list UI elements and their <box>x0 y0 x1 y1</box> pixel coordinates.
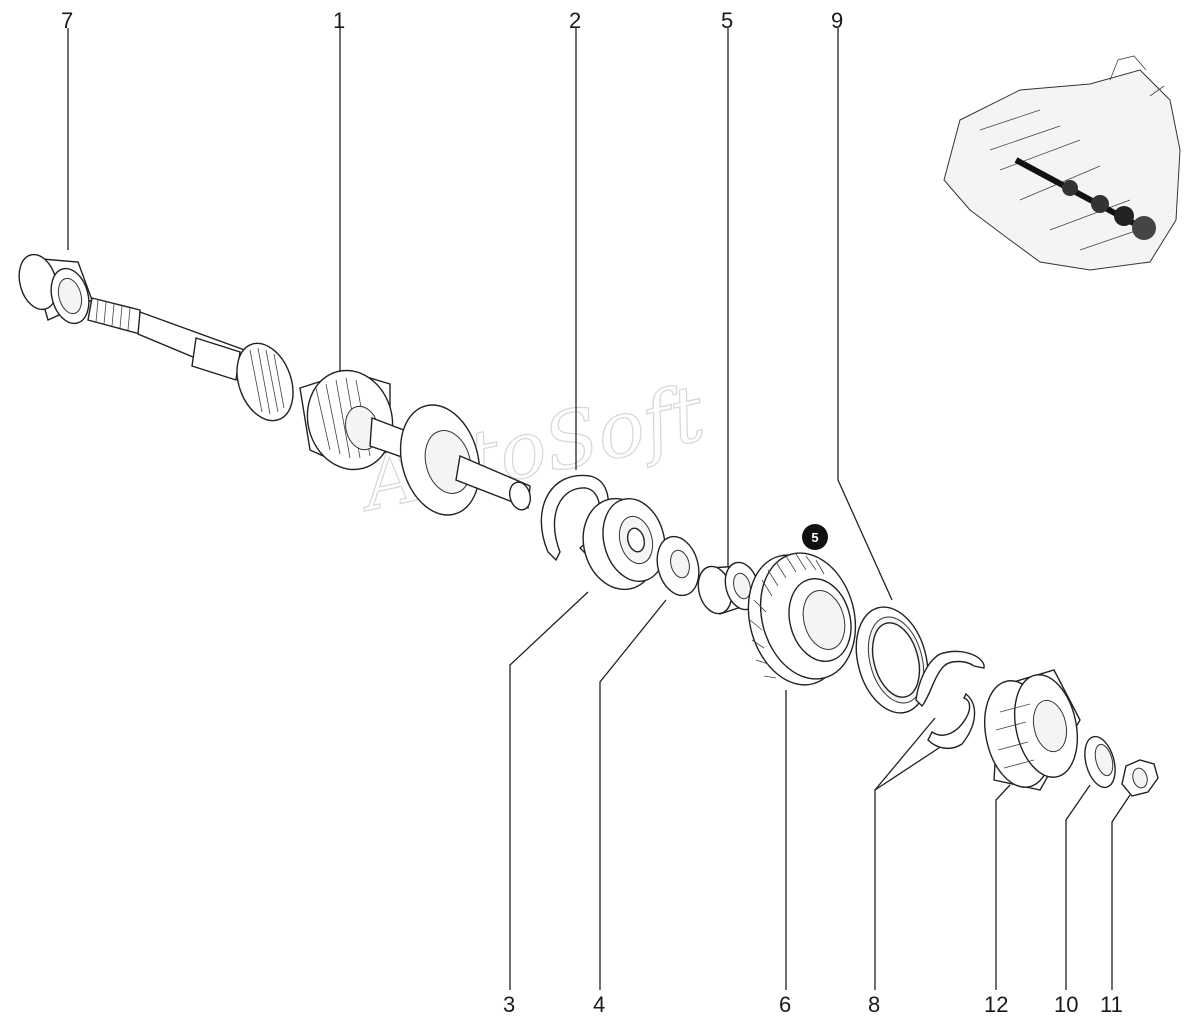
leader-11 <box>1111 794 1131 990</box>
callout-1: 1 <box>333 8 345 33</box>
leader-8 <box>874 717 936 990</box>
leader-12 <box>995 784 1011 990</box>
callout-12: 12 <box>984 992 1008 1017</box>
part-11-nut <box>1121 759 1159 797</box>
callout-3: 3 <box>503 992 515 1017</box>
leader-lines <box>67 28 1131 990</box>
callout-11: 11 <box>1100 992 1123 1017</box>
leader-8b <box>874 741 949 791</box>
callout-4: 4 <box>593 992 605 1017</box>
part-1-shaft <box>87 297 532 516</box>
callout-10: 10 <box>1054 992 1078 1017</box>
leader-10 <box>1065 784 1091 990</box>
svg-text:5: 5 <box>811 530 818 545</box>
leader-3 <box>509 591 589 990</box>
leader-9 <box>837 28 893 601</box>
part-7-bearing <box>18 253 93 325</box>
part-3-ball-bearing <box>582 497 666 591</box>
callout-2: 2 <box>569 8 581 33</box>
badge-5: 5 <box>802 524 828 550</box>
part-10-seal <box>1084 735 1116 789</box>
callout-8: 8 <box>868 992 880 1017</box>
callout-9: 9 <box>831 8 843 33</box>
part-9-synchro-ring <box>855 606 929 714</box>
part-12-synchro-hub <box>984 669 1081 791</box>
part-8-half-rings <box>915 650 985 750</box>
leader-4 <box>599 599 667 990</box>
callout-7: 7 <box>61 8 73 33</box>
callout-6: 6 <box>779 992 791 1017</box>
part-6-helical-gear <box>747 552 857 686</box>
callout-labels: 7 1 2 5 9 3 4 6 8 12 10 11 <box>61 8 1123 1017</box>
gearbox-location-inset <box>943 55 1181 271</box>
part-4-washer <box>656 535 700 597</box>
callout-5: 5 <box>721 8 733 33</box>
